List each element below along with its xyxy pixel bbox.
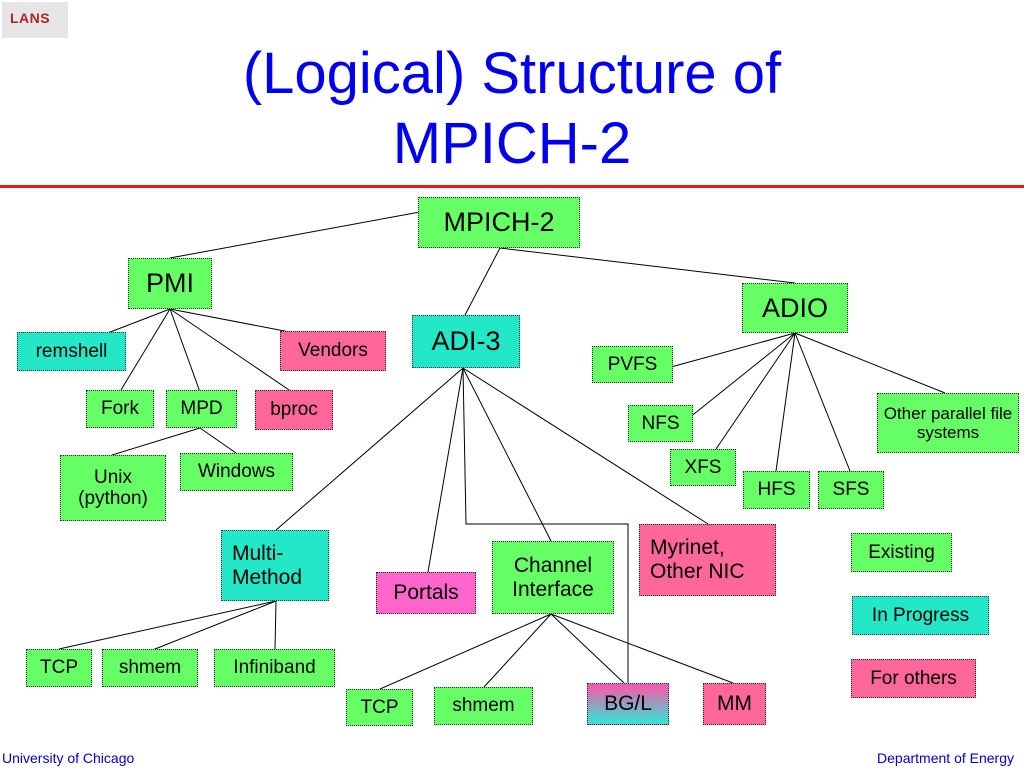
edge-pmi-bproc bbox=[169, 308, 293, 393]
node-channel-interface: Channel Interface bbox=[492, 541, 614, 614]
node-tcp-multimethod: TCP bbox=[26, 649, 92, 687]
node-adio: ADIO bbox=[742, 283, 848, 333]
edge-channel-bgl bbox=[550, 613, 625, 684]
slide-title-line2: MPICH-2 bbox=[392, 111, 632, 176]
title-divider bbox=[0, 185, 1024, 188]
edge-multimethod-infiniband bbox=[274, 600, 277, 650]
edge-adio-xfs bbox=[715, 332, 796, 450]
edge-multimethod-tcp bbox=[58, 600, 277, 650]
node-bgl: BG/L bbox=[587, 683, 669, 725]
edge-adi3-multimethod bbox=[275, 367, 464, 531]
node-unix-python: Unix (python) bbox=[60, 455, 166, 521]
node-mm: MM bbox=[703, 683, 766, 725]
node-shmem-multimethod: shmem bbox=[102, 649, 198, 687]
node-vendors: Vendors bbox=[280, 331, 386, 371]
edge-channel-tcp bbox=[379, 613, 552, 690]
edge-adio-hfs bbox=[775, 332, 796, 472]
edge-mpd-windows bbox=[199, 427, 237, 454]
edge-mpich2-pmi bbox=[169, 211, 421, 259]
footer-department: Department of Energy bbox=[877, 750, 1014, 766]
node-bproc: bproc bbox=[255, 390, 333, 430]
edge-pmi-remshell bbox=[104, 308, 171, 335]
node-myrinet-other-nic: Myrinet, Other NIC bbox=[639, 524, 776, 596]
edge-adio-sfs bbox=[794, 332, 851, 472]
edge-adi3-myrinet bbox=[462, 367, 709, 525]
node-infiniband: Infiniband bbox=[214, 649, 335, 687]
node-adi3: ADI-3 bbox=[412, 315, 520, 368]
edge-channel-mm bbox=[550, 613, 734, 684]
node-multi-method: Multi-Method bbox=[221, 530, 329, 601]
node-hfs: HFS bbox=[743, 471, 810, 509]
logo-text: LANS bbox=[10, 10, 51, 26]
edge-pmi-fork bbox=[120, 308, 171, 391]
node-fork: Fork bbox=[86, 390, 154, 428]
slide-title-line1: (Logical) Structure of bbox=[242, 41, 782, 106]
node-pmi: PMI bbox=[128, 258, 212, 309]
edge-adi3-bgl bbox=[462, 367, 629, 683]
node-other-parallel-fs: Other parallel file systems bbox=[877, 393, 1019, 453]
legend-in-progress: In Progress bbox=[852, 596, 989, 635]
node-sfs: SFS bbox=[818, 471, 884, 509]
legend-for-others: For others bbox=[851, 659, 976, 698]
edge-mpd-unix bbox=[111, 427, 201, 456]
edge-adio-pvfs bbox=[670, 332, 796, 368]
lans-logo: LANS bbox=[2, 2, 68, 38]
edge-adio-otherfs bbox=[794, 332, 946, 394]
node-remshell: remshell bbox=[17, 332, 126, 371]
node-mpich2: MPICH-2 bbox=[418, 197, 580, 248]
node-nfs: NFS bbox=[628, 405, 693, 442]
footer-university: University of Chicago bbox=[2, 750, 135, 766]
edge-adi3-channel bbox=[462, 367, 552, 542]
edge-channel-shmem bbox=[483, 613, 552, 688]
node-pvfs: PVFS bbox=[592, 346, 673, 383]
node-xfs: XFS bbox=[670, 449, 736, 486]
legend-existing: Existing bbox=[851, 533, 952, 572]
edge-pmi-vendors bbox=[169, 308, 296, 334]
edge-multimethod-shmem bbox=[149, 600, 277, 652]
node-windows: Windows bbox=[180, 453, 293, 491]
edge-mpich2-adio bbox=[499, 247, 796, 284]
node-mpd: MPD bbox=[166, 390, 237, 428]
node-portals: Portals bbox=[376, 572, 476, 614]
node-shmem-channel: shmem bbox=[434, 687, 533, 725]
edge-adi3-portals bbox=[427, 367, 464, 573]
node-tcp-channel: TCP bbox=[346, 689, 413, 726]
edge-pmi-mpd bbox=[169, 308, 201, 393]
edge-mpich2-adi3 bbox=[464, 247, 501, 316]
edge-adio-nfs bbox=[683, 332, 796, 423]
